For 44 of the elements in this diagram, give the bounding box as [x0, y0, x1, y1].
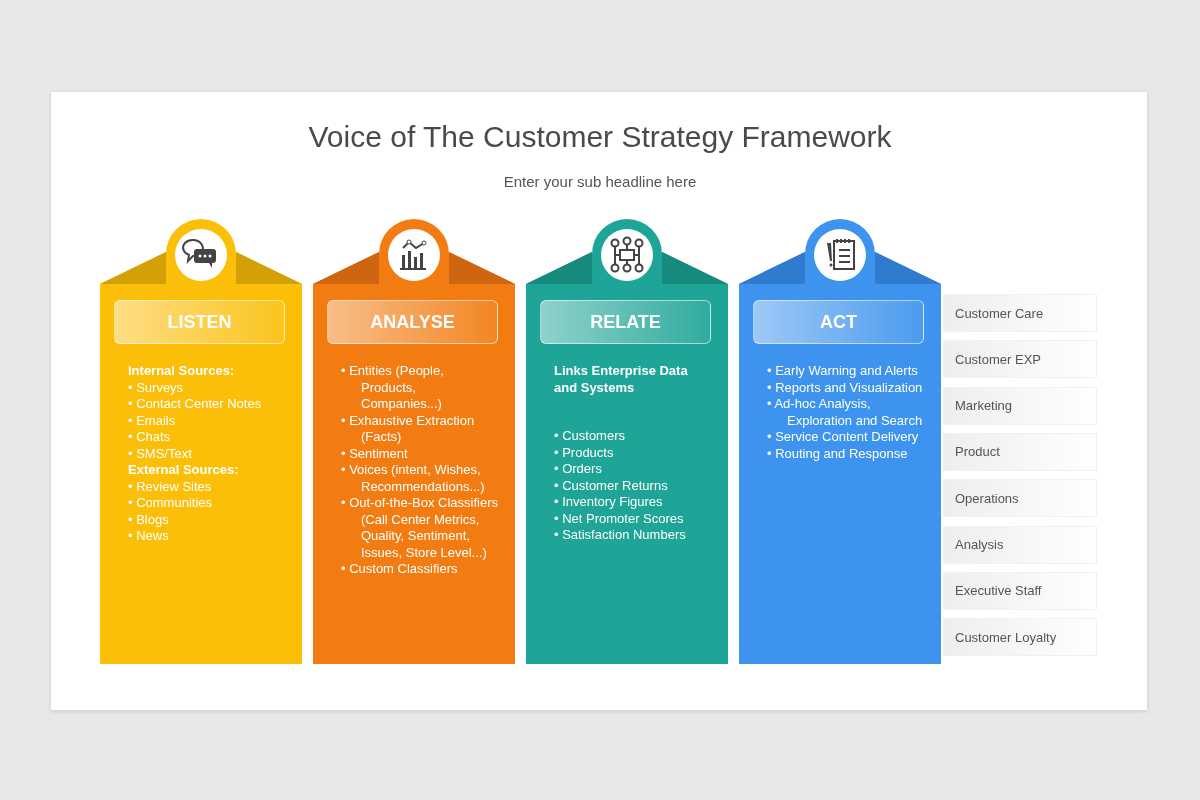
list-item: • Emails: [128, 412, 177, 429]
category-box: Marketing: [943, 386, 1097, 425]
list-item: • Exhaustive Extraction (Facts): [341, 412, 476, 446]
list-item: • News: [128, 528, 170, 545]
list-item: • Customer Returns: [554, 477, 669, 494]
list-item: • Customers: [554, 428, 626, 445]
list-item: • Ad-hoc Analysis, Exploration and Search: [767, 396, 924, 429]
category-box: Analysis: [943, 525, 1097, 564]
list-item: • Service Content Delivery: [767, 429, 920, 446]
category-box: Customer EXP: [943, 340, 1097, 379]
list-item: • Entities (People, Products, Companies...): [341, 363, 445, 413]
heading-box: LISTEN: [114, 300, 285, 344]
list-item: • Blogs: [128, 511, 170, 528]
heading-box: ANALYSE: [327, 300, 498, 344]
list-item: • Inventory Figures: [554, 494, 664, 511]
list-item: • Custom Classifiers: [341, 561, 459, 578]
list-item: • Net Promoter Scores: [554, 510, 685, 527]
subheading: Links Enterprise Data and Systems: [554, 363, 689, 396]
list-item: • Sentiment: [341, 445, 409, 462]
list-item: • Contact Center Notes: [128, 396, 263, 413]
list-item: • Chats: [128, 429, 172, 446]
list-item: • Satisfaction Numbers: [554, 527, 687, 544]
list-item: • Products: [554, 444, 615, 461]
list-item: • Review Sites: [128, 478, 213, 495]
category-box: Customer Loyalty: [943, 618, 1097, 657]
category-box: Customer Care: [943, 294, 1097, 332]
heading-box: RELATE: [540, 300, 711, 344]
category-box: Operations: [943, 479, 1097, 518]
subtitle: Enter your sub headline here: [502, 173, 698, 190]
category-box: Executive Staff: [943, 571, 1097, 610]
list-item: • Out-of-the-Box Classifiers (Call Center Metrics, Quality, Sentiment, Issues, Store Level...): [341, 495, 499, 561]
list-item: • SMS/Text: [128, 445, 193, 462]
subheading: Internal Sources:: [128, 363, 236, 380]
list-item: • Surveys: [128, 379, 185, 396]
list-item: • Communities: [128, 495, 214, 512]
list-item: • Early Warning and Alerts: [767, 363, 919, 380]
subheading: External Sources:: [128, 462, 240, 479]
heading-box: ACT: [753, 300, 924, 344]
category-box: Product: [943, 432, 1097, 471]
list-item: • Reports and Visualization: [767, 379, 924, 396]
list-item: • Orders: [554, 461, 603, 478]
title: Voice of The Customer Strategy Framework: [307, 120, 893, 154]
list-item: • Voices (intent, Wishes, Recommendations...): [341, 462, 486, 495]
list-item: • Routing and Response: [767, 445, 909, 462]
